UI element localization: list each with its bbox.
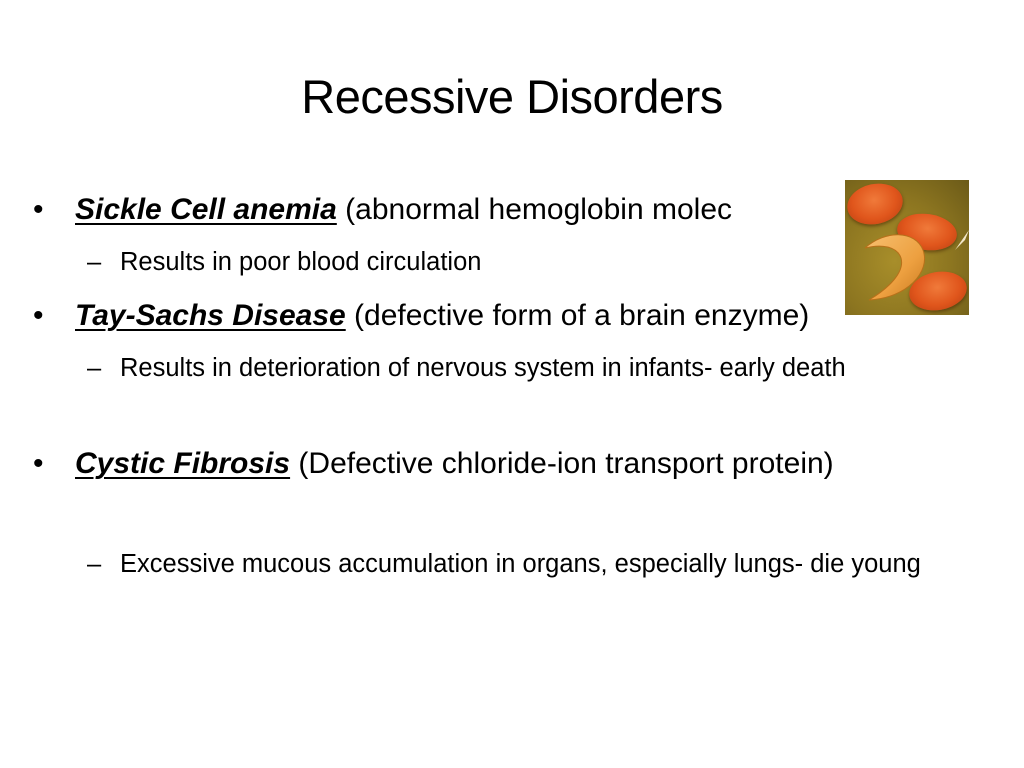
sub-text: Results in poor blood circulation (120, 248, 482, 276)
bullet-marker: • (33, 193, 44, 226)
term-cystic-fibrosis: Cystic Fibrosis (75, 447, 291, 480)
bullet-cystic-fibrosis: • Cystic Fibrosis (Defective chloride-io… (33, 440, 865, 488)
slide-title: Recessive Disorders (301, 70, 723, 123)
bullet-marker: • (33, 299, 44, 332)
description-sickle-cell: (abnormal hemoglobin molec (336, 193, 733, 226)
sub-text: Excessive mucous accumulation in organs,… (120, 550, 921, 578)
sickle-cell-icon (864, 230, 969, 301)
sickle-cell-photo (845, 180, 969, 315)
sub-bullet-sickle-cell: – Results in poor blood circulation (87, 242, 950, 283)
term-sickle-cell: Sickle Cell anemia (75, 193, 337, 226)
bullet-marker: • (33, 447, 44, 480)
bullet-sickle-cell: • Sickle Cell anemia (abnormal hemoglobi… (33, 186, 895, 234)
sub-bullet-cystic-fibrosis: – Excessive mucous accumulation in organ… (87, 544, 950, 585)
bullet-tay-sachs: • Tay-Sachs Disease (defective form of a… (33, 292, 895, 340)
term-tay-sachs: Tay-Sachs Disease (75, 299, 346, 332)
description-cystic-fibrosis: (Defective chloride-ion transport protei… (290, 447, 834, 480)
dash-marker: – (87, 248, 102, 276)
sub-bullet-tay-sachs: – Results in deterioration of nervous sy… (87, 348, 930, 389)
dash-marker: – (87, 550, 102, 578)
sub-text: Results in deterioration of nervous syst… (120, 354, 846, 382)
dash-marker: – (87, 354, 102, 382)
description-tay-sachs: (defective form of a brain enzyme) (345, 299, 810, 332)
